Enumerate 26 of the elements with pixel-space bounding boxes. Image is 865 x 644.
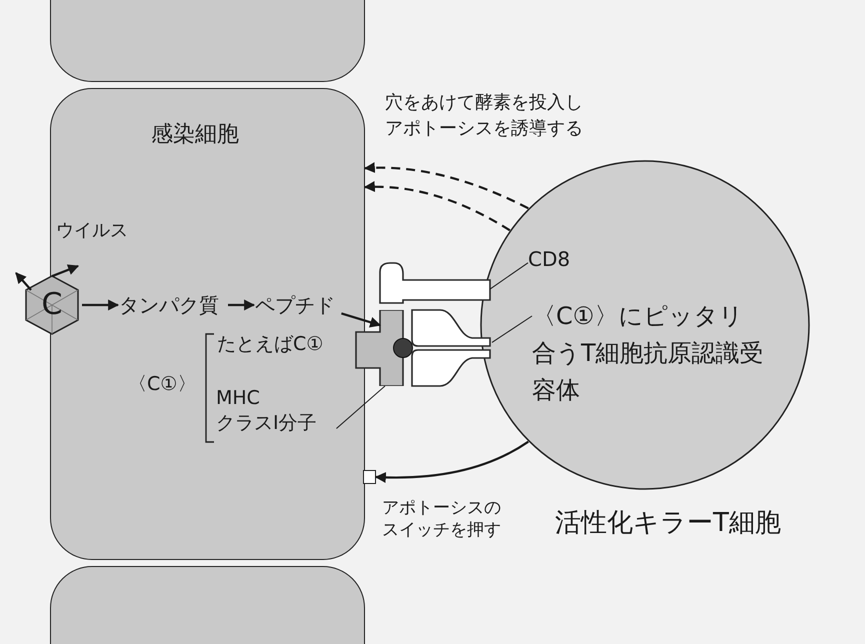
arrow xyxy=(15,272,32,291)
arrow xyxy=(341,312,382,328)
receptor-drawing xyxy=(410,308,492,388)
note-text: 穴をあけて酵素を投入しアポトーシスを誘導する xyxy=(385,91,584,142)
process-label: ペプチド xyxy=(255,292,347,320)
molecule-label: 〈C①〉にピッタリ合うT細胞抗原認識受容体 xyxy=(532,298,764,418)
example-label: たとえばC① xyxy=(217,332,324,357)
molecule-label: CD8 xyxy=(528,246,590,274)
mhc-molecule xyxy=(355,310,405,386)
switch-square xyxy=(363,470,376,484)
cell-label: 感染細胞 xyxy=(151,121,239,149)
leader-line xyxy=(489,262,528,290)
process-label: タンパク質 xyxy=(119,292,229,320)
arrow xyxy=(228,300,256,310)
arrow xyxy=(374,440,529,483)
leader-line xyxy=(492,316,532,343)
group-label: 〈C①〉 xyxy=(128,372,198,397)
cd8-molecule xyxy=(378,262,492,304)
virus-label: ウイルス xyxy=(56,219,128,242)
molecule-label: MHC クラスI分子 xyxy=(216,386,348,444)
arrow xyxy=(364,181,510,232)
leader-line xyxy=(336,386,386,429)
arrow xyxy=(364,162,529,210)
cell-label: 活性化キラーT細胞 xyxy=(555,507,781,540)
arrow xyxy=(82,300,120,310)
virus-letter: C xyxy=(40,287,64,323)
